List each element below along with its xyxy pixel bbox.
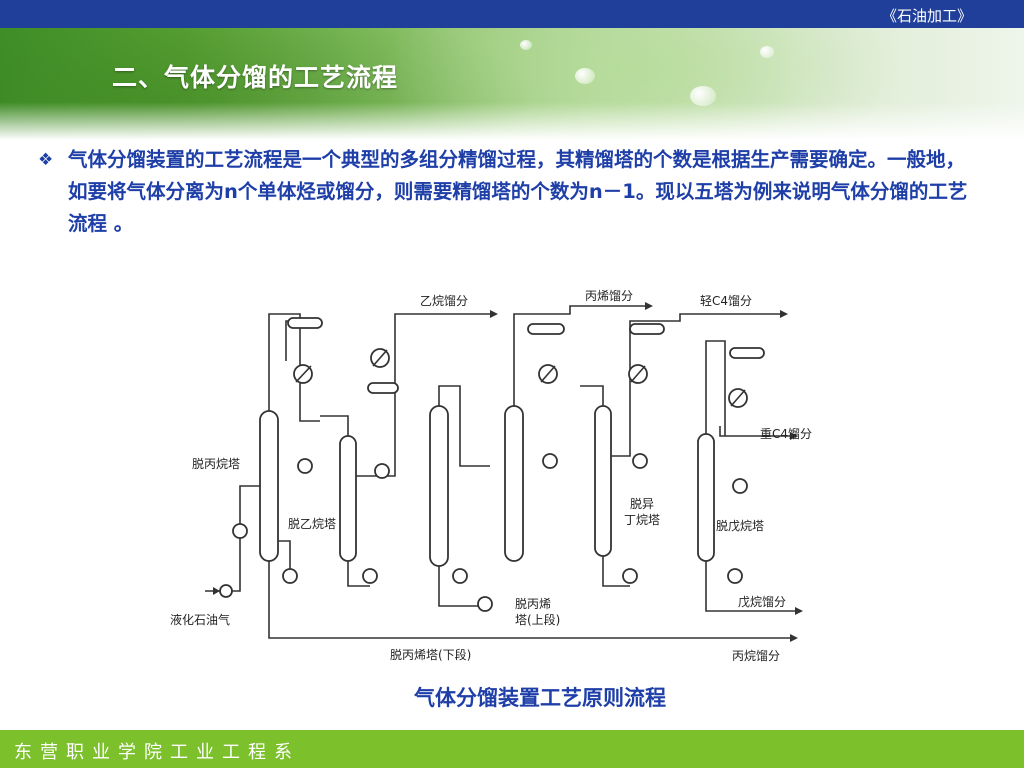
label-ethane-fraction: 乙烷馏分 — [420, 294, 468, 308]
deethanizer-tower — [339, 435, 357, 562]
label-deisobutanizer-2: 丁烷塔 — [624, 513, 660, 527]
label-heavy-c4: 重C4馏分 — [760, 427, 812, 441]
heavy-c4-arrow — [790, 432, 798, 440]
label-deisobutanizer: 脱异 — [630, 496, 654, 511]
reboiler-icon — [362, 568, 378, 584]
pump-icon — [297, 458, 313, 474]
label-deethanizer: 脱乙烷塔 — [288, 516, 336, 531]
pump-icon — [632, 453, 648, 469]
water-drop — [690, 86, 716, 106]
reboiler-icon — [452, 568, 468, 584]
label-propylene-fraction: 丙烯馏分 — [585, 289, 633, 303]
course-tag: 《石油加工》 — [881, 7, 972, 25]
process-flow-diagram: 液化石油气 脱丙烷塔 脱乙烷塔 脱丙烯 塔(上段) 脱丙烯塔(下段) 脱异 丁烷… — [160, 286, 840, 670]
feed-pump-icon — [219, 584, 233, 598]
reboiler-icon — [282, 568, 298, 584]
pump-icon — [542, 453, 558, 469]
propylene-arrow — [645, 302, 653, 310]
intro-paragraph: 气体分馏装置的工艺流程是一个典型的多组分精馏过程，其精馏塔的个数是根据生产需要确… — [68, 148, 968, 235]
reflux-drum-icon — [729, 347, 765, 359]
label-depropylenizer-upper: 脱丙烯 — [515, 596, 551, 611]
depropylenizer-lower-tower — [429, 405, 449, 567]
feed-preheater-icon — [232, 523, 248, 539]
reflux-drum-icon — [527, 323, 565, 335]
banner-fade — [0, 102, 1024, 140]
footer-bar: 东营职业学院工业工程系 — [0, 730, 1024, 768]
slide-title: 二、气体分馏的工艺流程 — [112, 63, 399, 92]
pump-icon — [477, 596, 493, 612]
reflux-drum-icon — [367, 382, 399, 394]
figure-caption: 气体分馏装置工艺原则流程 — [414, 686, 666, 710]
department-name: 东营职业学院工业工程系 — [14, 742, 300, 763]
header-banner — [0, 28, 1024, 140]
label-depentanizer: 脱戊烷塔 — [716, 518, 764, 533]
reboiler-icon — [727, 568, 743, 584]
reboiler-icon — [622, 568, 638, 584]
water-drop — [520, 40, 532, 50]
pentane-arrow — [795, 607, 803, 615]
feed-line — [205, 485, 260, 592]
light-c4-arrow — [780, 310, 788, 318]
label-pentane: 戊烷馏分 — [738, 595, 786, 609]
label-depropylenizer-upper-2: 塔(上段) — [515, 612, 560, 627]
water-drop — [575, 68, 595, 84]
top-bar: 《石油加工》 — [0, 0, 1024, 28]
bullet-icon: ❖ — [38, 150, 54, 170]
depropanizer-tower — [259, 410, 279, 562]
deisobutanizer-tower — [594, 405, 612, 557]
depropylenizer-upper-tower — [504, 405, 524, 562]
label-propane: 丙烷馏分 — [732, 649, 780, 663]
depentanizer-tower — [697, 433, 715, 562]
water-drop — [760, 46, 774, 58]
feed-arrow — [213, 587, 220, 595]
pump-icon — [374, 463, 390, 479]
propane-arrow — [790, 634, 798, 642]
pump-icon — [732, 478, 748, 494]
label-depropylenizer-lower: 脱丙烯塔(下段) — [390, 647, 471, 662]
label-light-c4: 轻C4馏分 — [700, 294, 752, 308]
label-feed: 液化石油气 — [170, 612, 230, 627]
label-depropanizer: 脱丙烷塔 — [192, 456, 240, 471]
reflux-drum-icon — [287, 317, 323, 329]
ethane-arrow — [490, 310, 498, 318]
reflux-drum-icon — [629, 323, 665, 335]
